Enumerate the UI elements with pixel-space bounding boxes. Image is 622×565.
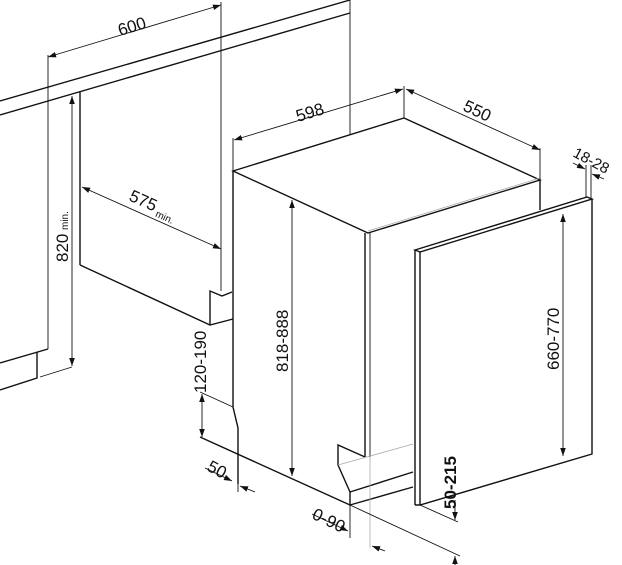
label-plinth-offset: 0-90 <box>309 505 348 537</box>
dimension-arrows <box>47 4 605 565</box>
label-appliance-width: 598 <box>294 99 327 125</box>
niche-cabinet <box>0 0 351 391</box>
label-panel-height: 660-770 <box>544 308 563 370</box>
label-plinth-setback: 50 <box>204 457 230 483</box>
extension-lines <box>199 86 592 557</box>
label-appliance-depth: 550 <box>460 96 494 125</box>
label-niche-depth: 575 min. <box>126 186 175 226</box>
label-niche-height: 820 min. <box>53 211 72 262</box>
label-niche-height-value: 820 <box>53 234 72 262</box>
label-niche-width: 600 <box>116 13 149 39</box>
label-plinth-height: 120-190 <box>191 331 210 393</box>
dishwasher-body <box>199 117 542 548</box>
label-panel-bottom-gap: 50-215 <box>441 456 460 509</box>
label-niche-height-suffix: min. <box>60 211 71 230</box>
door-panel <box>412 196 595 506</box>
label-niche-depth-value: 575 <box>126 186 160 215</box>
label-appliance-height: 818-888 <box>273 310 292 372</box>
